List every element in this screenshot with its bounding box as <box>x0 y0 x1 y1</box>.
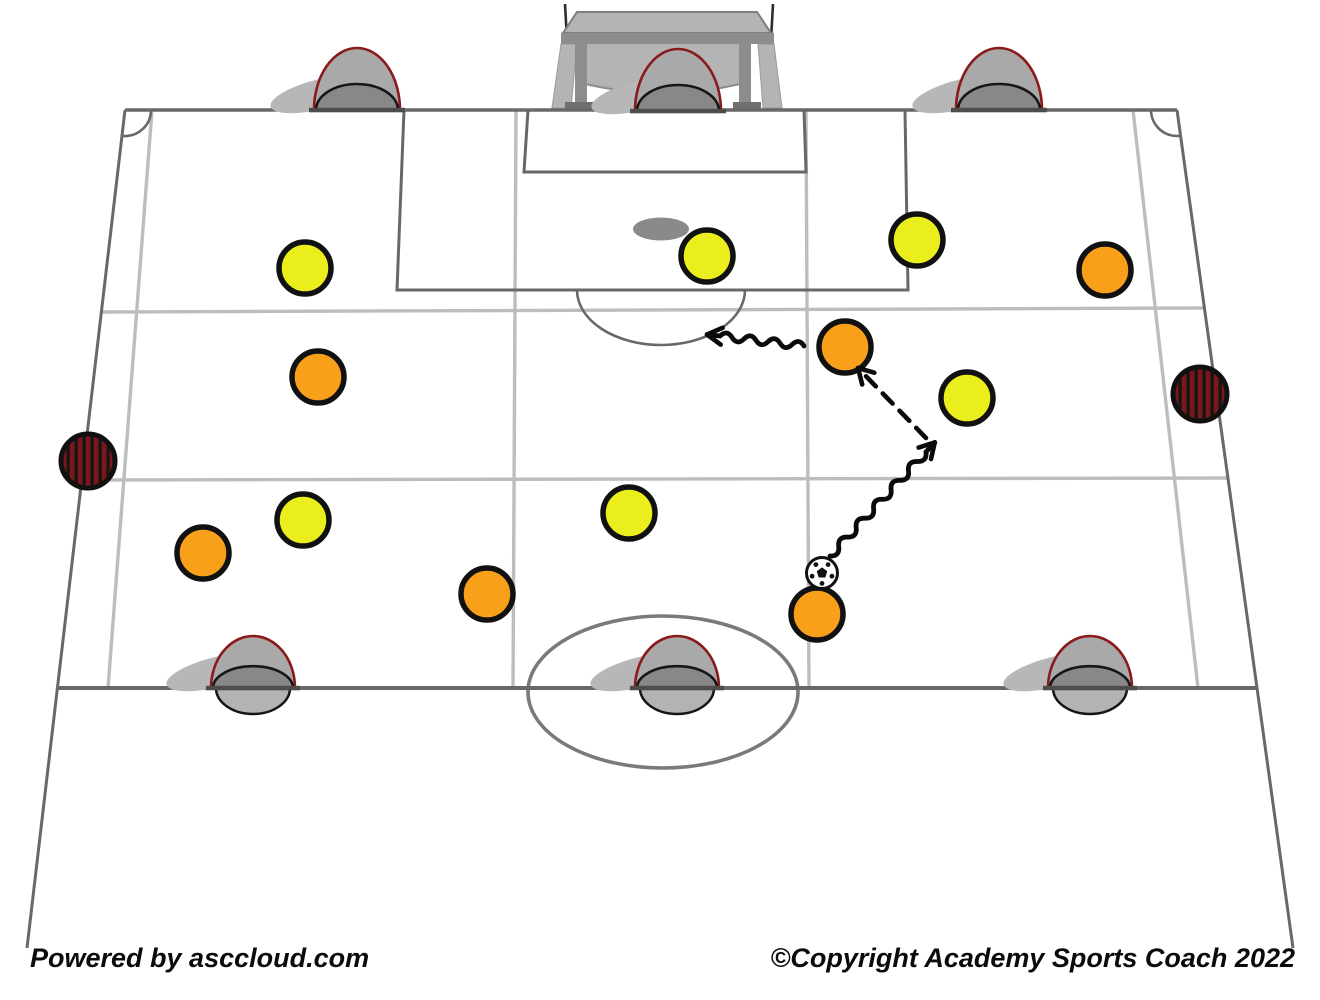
yellow-player[interactable] <box>678 227 736 285</box>
yellow-player[interactable] <box>888 211 946 269</box>
yellow-player[interactable] <box>600 484 658 542</box>
arrowhead-icon <box>916 440 938 462</box>
neutral-player[interactable] <box>1170 364 1230 424</box>
copyright-text: ©Copyright Academy Sports Coach 2022 <box>770 943 1295 973</box>
orange-player[interactable] <box>458 565 516 623</box>
orange-player[interactable] <box>816 318 874 376</box>
players-layer <box>58 211 1230 643</box>
training-cone[interactable] <box>587 634 724 716</box>
soccer-ball-icon[interactable] <box>805 556 839 590</box>
training-cone[interactable] <box>588 47 726 122</box>
dribble-arrow[interactable] <box>704 325 807 350</box>
powered-by-text: Powered by asccloud.com <box>30 943 370 973</box>
arrowhead-icon <box>855 365 877 387</box>
center-circle <box>526 614 800 770</box>
penalty-spot <box>633 217 689 241</box>
orange-player[interactable] <box>1076 241 1134 299</box>
arrowhead-icon <box>704 325 725 347</box>
orange-player[interactable] <box>788 585 846 643</box>
neutral-player[interactable] <box>58 431 118 491</box>
cones-layer <box>163 46 1137 716</box>
orange-player[interactable] <box>174 524 232 582</box>
training-cone[interactable] <box>267 46 405 121</box>
training-cone[interactable] <box>163 634 300 716</box>
yellow-player[interactable] <box>276 239 334 297</box>
training-cone[interactable] <box>909 46 1047 121</box>
training-cone[interactable] <box>1000 634 1137 716</box>
pass-arrow[interactable] <box>855 365 929 441</box>
yellow-player[interactable] <box>274 491 332 549</box>
yellow-player[interactable] <box>938 369 996 427</box>
orange-player[interactable] <box>289 348 347 406</box>
dribble-arrow[interactable] <box>827 440 938 559</box>
